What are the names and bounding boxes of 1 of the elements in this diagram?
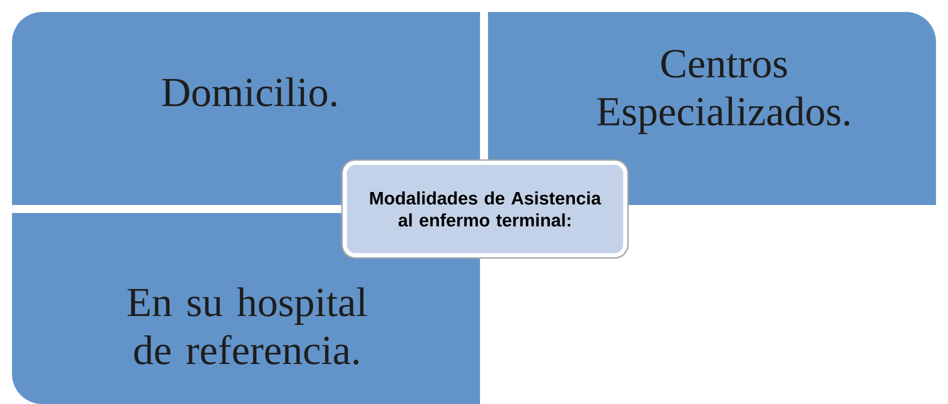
center-box: Modalidades de Asistencia al enfermo terminal: <box>341 159 629 259</box>
